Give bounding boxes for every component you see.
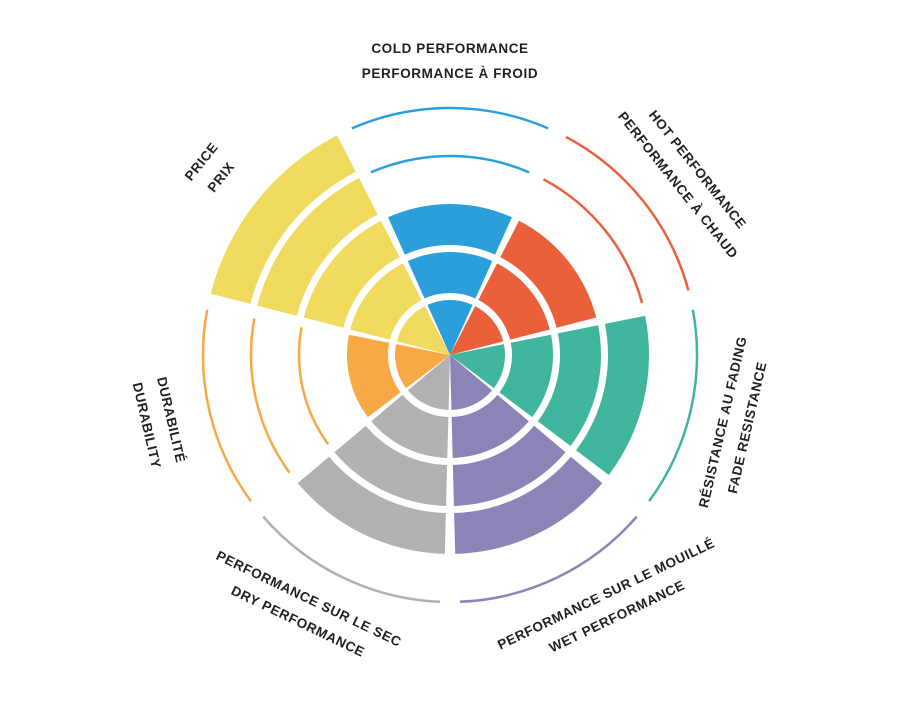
sector-cold-performance-ring-2 — [407, 251, 493, 299]
sector-fade-resistance-ring-4 — [576, 315, 649, 475]
sector-fade-resistance-level-arc-5 — [648, 309, 699, 502]
sector-durability-level-arc-3 — [297, 327, 330, 446]
sector-wet-performance-level-arc-5 — [459, 515, 638, 604]
sector-label-line-fr: PERFORMANCE À FROID — [361, 66, 539, 81]
sector-price-ring-3 — [303, 220, 400, 328]
sector-durability-level-arc-4 — [249, 318, 291, 474]
sector-label-cold-performance: COLD PERFORMANCE PERFORMANCE À FROID — [362, 37, 538, 87]
sector-wet-performance-ring-4 — [454, 456, 603, 554]
sector-fade-resistance-ring-1 — [450, 344, 505, 389]
sector-dry-performance-ring-3 — [334, 425, 448, 506]
sector-durability-level-arc-5 — [201, 309, 252, 502]
sector-cold-performance-ring-3 — [388, 204, 512, 255]
sector-fade-resistance-ring-2 — [499, 334, 553, 418]
sector-hot-performance-ring-2 — [478, 263, 550, 340]
sector-price-ring-5 — [210, 135, 356, 304]
sector-dry-performance-ring-2 — [371, 394, 449, 458]
sector-wet-performance-ring-1 — [450, 355, 493, 410]
sector-label-line-en: COLD PERFORMANCE — [371, 41, 529, 57]
sector-durability-ring-2 — [347, 334, 401, 418]
sector-price-ring-2 — [350, 263, 422, 340]
sector-wet-performance-ring-3 — [452, 425, 566, 506]
sector-price-ring-1 — [396, 306, 450, 355]
sector-price-ring-4 — [257, 178, 378, 316]
sector-hot-performance-level-arc-4 — [542, 178, 644, 304]
sector-dry-performance-ring-4 — [297, 456, 446, 554]
sector-hot-performance-ring-3 — [500, 220, 597, 328]
sector-dry-performance-ring-1 — [407, 355, 450, 410]
sector-fade-resistance-ring-3 — [537, 325, 601, 447]
sector-hot-performance-ring-1 — [450, 306, 504, 355]
sector-cold-performance-ring-1 — [427, 300, 473, 355]
sector-wet-performance-ring-2 — [451, 394, 529, 458]
sector-hot-performance-level-arc-5 — [565, 135, 690, 291]
sector-cold-performance-level-arc-5 — [351, 106, 549, 130]
sector-durability-ring-1 — [395, 344, 450, 389]
sector-cold-performance-level-arc-4 — [370, 154, 530, 174]
sector-dry-performance-level-arc-5 — [262, 515, 441, 604]
